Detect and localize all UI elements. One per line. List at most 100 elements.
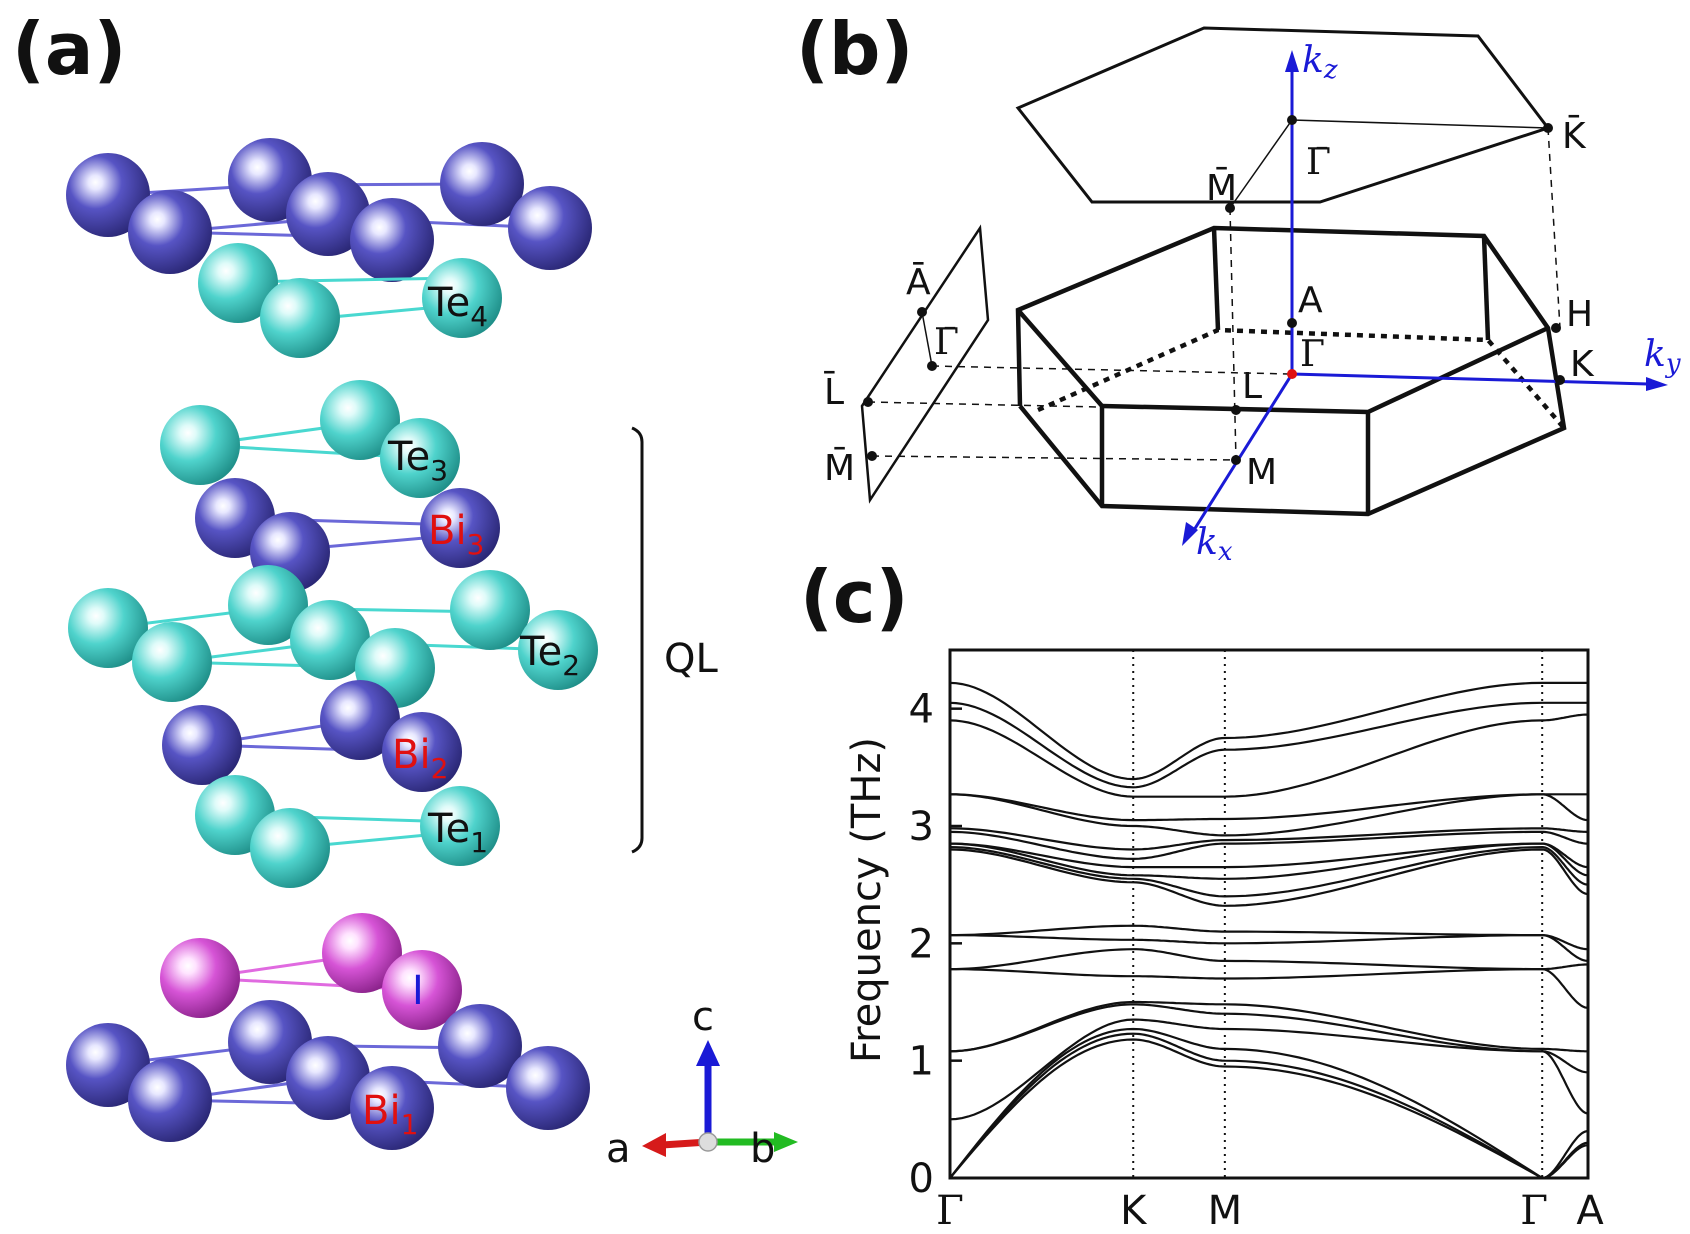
phonon-band: [949, 827, 1588, 851]
bi-atom: [128, 1058, 212, 1142]
lattice-axis-c: c: [692, 994, 714, 1040]
ql-label: QL: [664, 636, 718, 682]
label-side-A-bar: Ā: [906, 262, 931, 303]
y-tick-label: 1: [909, 1039, 934, 1085]
bi-atom: [66, 1023, 150, 1107]
surface-bz-top: [1015, 26, 1551, 204]
bi-atoms-top: [66, 138, 592, 282]
te-atom: [420, 786, 500, 866]
phonon-band: [949, 842, 1589, 869]
te-atom: [132, 622, 212, 702]
te-atom: [450, 570, 530, 650]
phonon-band: [949, 1003, 1589, 1074]
bz-points: [863, 115, 1565, 465]
panel-label-c: (c): [800, 555, 909, 639]
phonon-bands: [949, 681, 1589, 1180]
bi-atom: [162, 705, 242, 785]
phonon-band: [949, 793, 1588, 822]
label-side-M-bar: M̄: [824, 446, 855, 489]
label-top-M-bar: M̄: [1206, 166, 1237, 209]
high-symmetry-lines: [1132, 650, 1544, 1178]
bi-atom: [320, 680, 400, 760]
label-K: K: [1570, 344, 1595, 385]
phonon-band: [949, 681, 1588, 781]
phonon-band: [949, 701, 1588, 789]
bi-atom: [286, 1036, 370, 1120]
phonon-band: [949, 1000, 1588, 1053]
atom-label-bi2: Bi2: [392, 732, 448, 785]
te-atom: [160, 405, 240, 485]
bulk-bz: [1015, 225, 1567, 517]
label-top-K-bar: K̄: [1562, 114, 1587, 157]
label-M: M: [1246, 452, 1277, 493]
te-atom: [320, 380, 400, 460]
x-tick-label: M: [1208, 1188, 1243, 1234]
bi-atom: [420, 488, 500, 568]
plot-frame: [948, 648, 1590, 1180]
te-atom: [290, 600, 370, 680]
label-top-gamma-bar: Γ̄: [1306, 142, 1331, 183]
atom-label-te3: Te3: [387, 434, 448, 487]
te-atom: [250, 808, 330, 888]
te-atom: [198, 243, 278, 323]
bi-atom: [350, 1066, 434, 1150]
bi-atom: [286, 172, 370, 256]
atom-label-iodine: I: [412, 968, 424, 1014]
phonon-band: [949, 713, 1589, 798]
phonon-band: [949, 793, 1589, 837]
surface-bz-side: [860, 224, 990, 504]
te-atom: [68, 588, 148, 668]
te-atom: [260, 278, 340, 358]
bz-point-labels: Γ̄ K̄ M̄ A H K Γ L M Ā Γ̄ L̄ M̄: [823, 114, 1595, 493]
x-tick-label: Γ: [1520, 1188, 1548, 1234]
phonon-band: [949, 842, 1589, 880]
bi-atom: [506, 1046, 590, 1130]
phonon-band: [949, 1027, 1589, 1180]
panel-label-b: (b): [796, 7, 913, 91]
te-atom: [422, 258, 502, 338]
label-H: H: [1566, 294, 1593, 335]
atom-label-te1: Te1: [427, 806, 488, 859]
iodine-atom: [160, 938, 240, 1018]
phonon-band: [950, 924, 1588, 951]
phonon-band: [949, 848, 1589, 907]
phonon-band: [949, 1038, 1589, 1180]
bi-atom: [508, 186, 592, 270]
atom-label-bi1: Bi1: [362, 1088, 418, 1141]
iodine-atom: [322, 913, 402, 993]
bi-atom: [382, 712, 462, 792]
kx-label: kx: [1196, 522, 1233, 567]
y-tick-label: 4: [909, 687, 934, 733]
bi-atom: [350, 198, 434, 282]
phonon-band: [949, 845, 1589, 898]
x-tick-label: A: [1576, 1188, 1604, 1234]
bi-atom: [438, 1004, 522, 1088]
atom-label-te2: Te2: [519, 629, 580, 682]
x-tick-label: K: [1120, 1188, 1148, 1234]
te-atom: [518, 610, 598, 690]
label-gamma: Γ: [1300, 334, 1325, 375]
lattice-axis-b: b: [750, 1126, 775, 1172]
label-side-gamma-bar: Γ̄: [934, 322, 959, 363]
x-tick-label: Γ: [936, 1188, 964, 1234]
phonon-band: [949, 967, 1589, 1009]
crystal-structure: Te4 Te3 Bi3 Te2: [66, 138, 598, 1150]
y-axis-title: Frequency (THz): [844, 737, 890, 1063]
panel-label-a: (a): [12, 7, 126, 91]
y-tick-label: 2: [909, 921, 934, 967]
phonon-band: [949, 1018, 1589, 1121]
phonon-band: [949, 830, 1588, 861]
phonon-band: [950, 948, 1588, 971]
label-A: A: [1298, 280, 1323, 321]
lattice-axes: c a b: [606, 994, 798, 1172]
te-atom: [380, 418, 460, 498]
bi-atom: [440, 142, 524, 226]
y-tick-label: 0: [909, 1156, 934, 1202]
lattice-axis-a: a: [606, 1126, 631, 1172]
phonon-band: [949, 1032, 1589, 1180]
phonon-band: [950, 934, 1589, 962]
